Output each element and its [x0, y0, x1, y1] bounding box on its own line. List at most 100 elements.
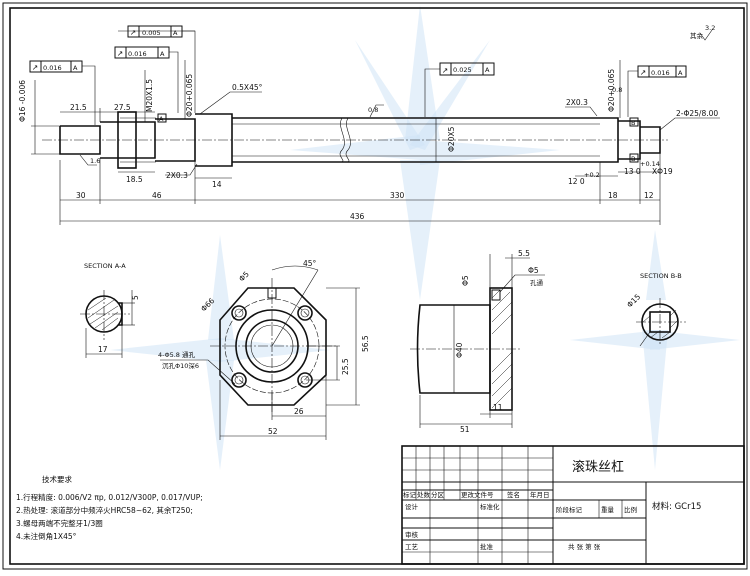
dim-215: 21.5 [70, 103, 87, 112]
nut-dim-11: 11 [493, 403, 503, 412]
gdt1-symbol: ↗ [130, 28, 136, 37]
note-2: 2.热处理: 滚道部分中频淬火HRC58~62, 其余T250; [16, 505, 193, 515]
dim-18: 18 [608, 191, 618, 200]
tb-stage: 阶段标记 [556, 505, 583, 514]
gdt4-symbol: ↗ [442, 66, 448, 75]
section-bb-title: SECTION B-B [640, 272, 682, 280]
tb-standard: 标准化 [480, 502, 500, 511]
gdt1-datum: A [173, 29, 178, 37]
flag-a [157, 113, 167, 123]
flag-b-top [629, 117, 639, 127]
shaft-shoulder [195, 113, 233, 167]
gdt-frame-3: ↗ 0.016 A [29, 60, 96, 125]
shaft-dimensions: Φ16 -0.006 21.5 27.5 M20X1.5 Φ20+0.065 0… [18, 24, 720, 225]
nut-dim-55: 5.5 [518, 249, 530, 258]
dim-d20a: Φ20+0.065 [185, 74, 194, 117]
dim-330: 330 [390, 191, 405, 200]
nut-body [416, 304, 491, 394]
dim-tol-sup1: +0.2 [584, 171, 600, 179]
dim-total-436: 436 [350, 212, 365, 221]
tb-scale: 比例 [624, 505, 637, 514]
tb-header-date: 年月日 [530, 490, 550, 499]
dim-30: 30 [76, 191, 86, 200]
shaft-view: B B A [42, 111, 668, 169]
gdt5-datum: A [678, 69, 683, 77]
dim-groove-right: 2X0.3 [566, 98, 588, 107]
nut-hole-note: 孔通 [530, 278, 544, 287]
dim-chamfer: 0.5X45° [232, 83, 263, 92]
gdt3-datum: A [73, 64, 78, 72]
nut-dim-d5a: Φ5 [461, 275, 470, 286]
tb-header-sign: 签名 [507, 490, 520, 499]
tb-sheets: 共 张 第 张 [568, 542, 601, 551]
rough-1: 1.6 [90, 157, 100, 165]
gdt2-tol: 0.016 [128, 50, 147, 58]
gdt2-symbol: ↗ [117, 49, 123, 58]
dim-m20: M20X1.5 [145, 79, 154, 112]
gdt4-tol: 0.025 [453, 66, 472, 74]
tb-header-count: 处数 [417, 490, 431, 499]
inner-border [9, 7, 745, 565]
dim-x19: XΦ19 [652, 167, 673, 176]
aa-dim-17: 17 [98, 345, 108, 354]
dim-12-0: 12 0 [568, 177, 585, 186]
dim-groove-left: 2X0.3 [166, 171, 188, 180]
flange-holes-note: 4-Φ5.8 通孔 [158, 350, 196, 359]
dim-d16: Φ16 -0.006 [18, 80, 27, 122]
tb-header-mark: 标记 [403, 490, 417, 499]
material: 材料: GCr15 [652, 501, 701, 512]
tb-header-doc: 更改文件号 [461, 490, 494, 499]
nut-dim-d5b: Φ5 [528, 266, 539, 275]
shaft-right-thread [618, 120, 641, 160]
gdt3-symbol: ↗ [32, 63, 38, 72]
gdt3-tol: 0.016 [43, 64, 62, 72]
gdt5-tol: 0.016 [651, 69, 670, 77]
tb-review: 审核 [405, 530, 419, 539]
dim-46: 46 [152, 191, 162, 200]
tb-header-zone: 分区 [431, 490, 445, 499]
dim-gr: Φ20X5 [447, 126, 456, 152]
flag-b-top-label: B [631, 119, 635, 127]
technical-notes: 技术要求 1.行程精度: 0.006/V2 πp, 0.012/V300P, 0… [16, 474, 203, 541]
flange-dim-565: 56.5 [361, 335, 370, 352]
part-name: 滚珠丝杠 [572, 459, 624, 475]
section-aa-title: SECTION A-A [84, 262, 126, 270]
flange-dim-255: 25.5 [341, 358, 350, 375]
dim-thread: 2-Φ25/8.00 [676, 109, 718, 118]
flange-dim-52: 52 [268, 427, 278, 436]
shaft-end-right [640, 126, 661, 154]
gdt1-tol: 0.005 [142, 29, 161, 37]
bb-dim-d15: Φ15 [625, 292, 642, 309]
rough-2: 0.8 [368, 106, 378, 114]
title-block: 滚珠丝杠 材料: GCr15 标记 处数 分区 更改文件号 签名 年月日 设计 … [401, 445, 745, 565]
flag-a-label: A [159, 115, 164, 123]
tb-approve: 批准 [480, 542, 494, 551]
flag-b-bottom [629, 153, 639, 163]
gdt2-datum: A [160, 50, 165, 58]
rough-3: 0.8 [612, 86, 622, 94]
flange-outline [219, 287, 327, 406]
gdt-frame-1: ↗ 0.005 A [118, 25, 196, 113]
dim-tol-sup2: +0.14 [640, 160, 660, 168]
aa-dim-5: 5 [131, 295, 140, 300]
dim-14: 14 [212, 180, 222, 189]
gdt-frame-2: ↗ 0.016 A [114, 46, 179, 113]
notes-title: 技术要求 [42, 474, 72, 484]
dim-d20b: Φ20+0.065 [607, 69, 616, 112]
roughness-note: 其余 [690, 31, 704, 40]
flange-view: 45° Φ5 Φ66 4-Φ5.8 通孔 沉孔Φ10深6 56.5 25.5 2… [158, 259, 370, 440]
flag-b-bottom-label: B [631, 155, 635, 163]
gdt5-symbol: ↗ [640, 68, 646, 77]
shaft-thread-section [100, 121, 156, 159]
tb-weight: 重量 [601, 506, 615, 514]
shaft-bearing-seat [155, 118, 196, 162]
nut-side-view: 5.5 Φ5 Φ5 孔通 Φ40 11 51 [410, 249, 545, 434]
shaft-end-left [59, 125, 101, 155]
section-aa: SECTION A-A 5 17 [80, 262, 140, 358]
nut-dim-51: 51 [460, 425, 470, 434]
ra-surface: 3.2 [705, 24, 715, 32]
flange-counterbore: 沉孔Φ10深6 [162, 361, 199, 370]
note-1: 1.行程精度: 0.006/V2 πp, 0.012/V300P, 0.017/… [16, 492, 203, 502]
tb-craft: 工艺 [405, 543, 419, 551]
